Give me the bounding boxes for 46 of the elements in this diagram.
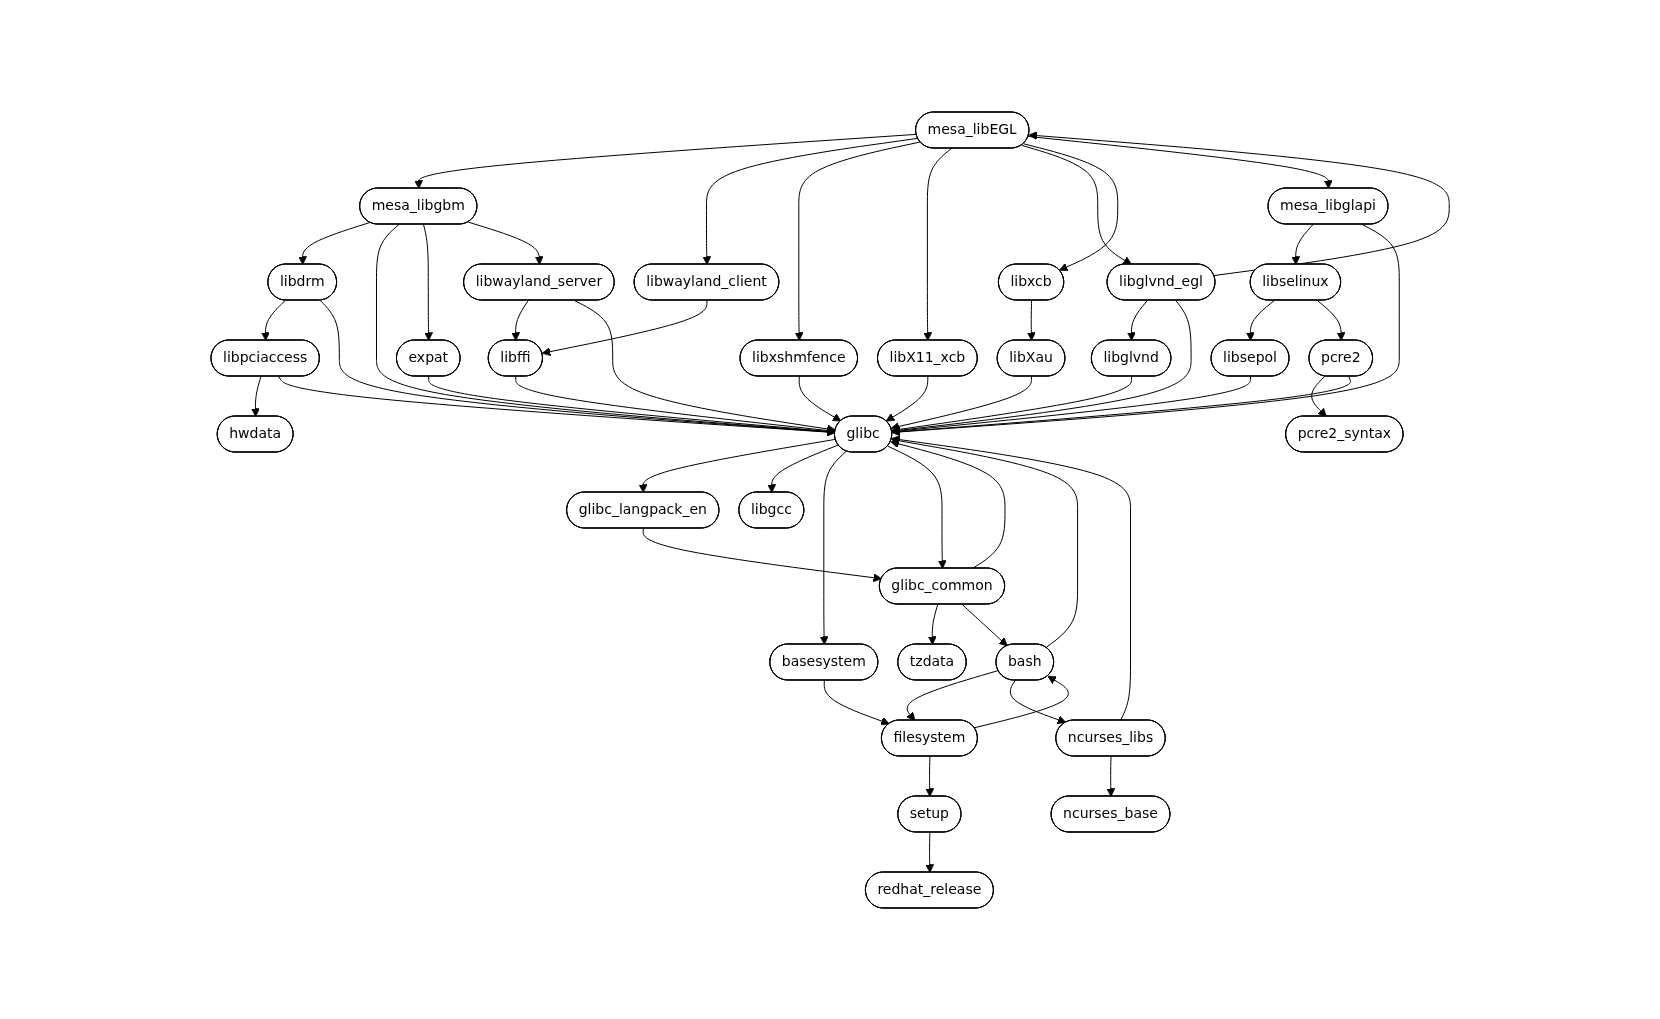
arrow — [319, 299, 836, 436]
arrow — [467, 221, 544, 265]
arrow — [891, 375, 1351, 436]
arrow — [925, 755, 934, 797]
arrow — [925, 831, 934, 873]
arrow — [375, 223, 836, 436]
arrow — [890, 375, 1032, 431]
arrow — [1106, 755, 1116, 797]
arrow — [702, 137, 919, 265]
arrow — [927, 603, 939, 645]
arrow — [823, 679, 890, 725]
arrow — [1311, 375, 1327, 417]
arrow — [1026, 299, 1036, 341]
arrow — [1316, 299, 1346, 341]
arrow — [573, 299, 836, 433]
arrow — [961, 603, 1008, 646]
arrow — [891, 223, 1400, 436]
arrow — [819, 450, 847, 645]
arrow — [890, 439, 1006, 569]
arrow — [923, 147, 952, 341]
arrow — [1126, 299, 1148, 341]
arrow — [638, 438, 836, 493]
arrow — [260, 299, 286, 341]
arrow — [767, 443, 839, 493]
arrow — [1022, 142, 1119, 271]
arrow — [1009, 679, 1067, 724]
arrow — [891, 434, 1131, 721]
arrow — [1245, 299, 1275, 341]
arrow — [885, 375, 929, 421]
arrow — [511, 299, 529, 341]
arrow — [973, 675, 1069, 728]
arrow — [1028, 130, 1450, 276]
arrow — [422, 223, 433, 341]
arrow — [794, 141, 921, 341]
arrow — [1291, 223, 1314, 265]
arrow — [887, 445, 947, 569]
arrow — [642, 527, 882, 582]
arrow — [798, 375, 842, 421]
arrow — [906, 669, 999, 721]
arrow — [414, 133, 917, 189]
arrow — [1027, 135, 1333, 189]
arrow — [298, 221, 371, 265]
arrow — [250, 375, 262, 417]
arrow — [277, 375, 836, 436]
arrow — [541, 299, 708, 356]
arrow — [1021, 144, 1132, 265]
